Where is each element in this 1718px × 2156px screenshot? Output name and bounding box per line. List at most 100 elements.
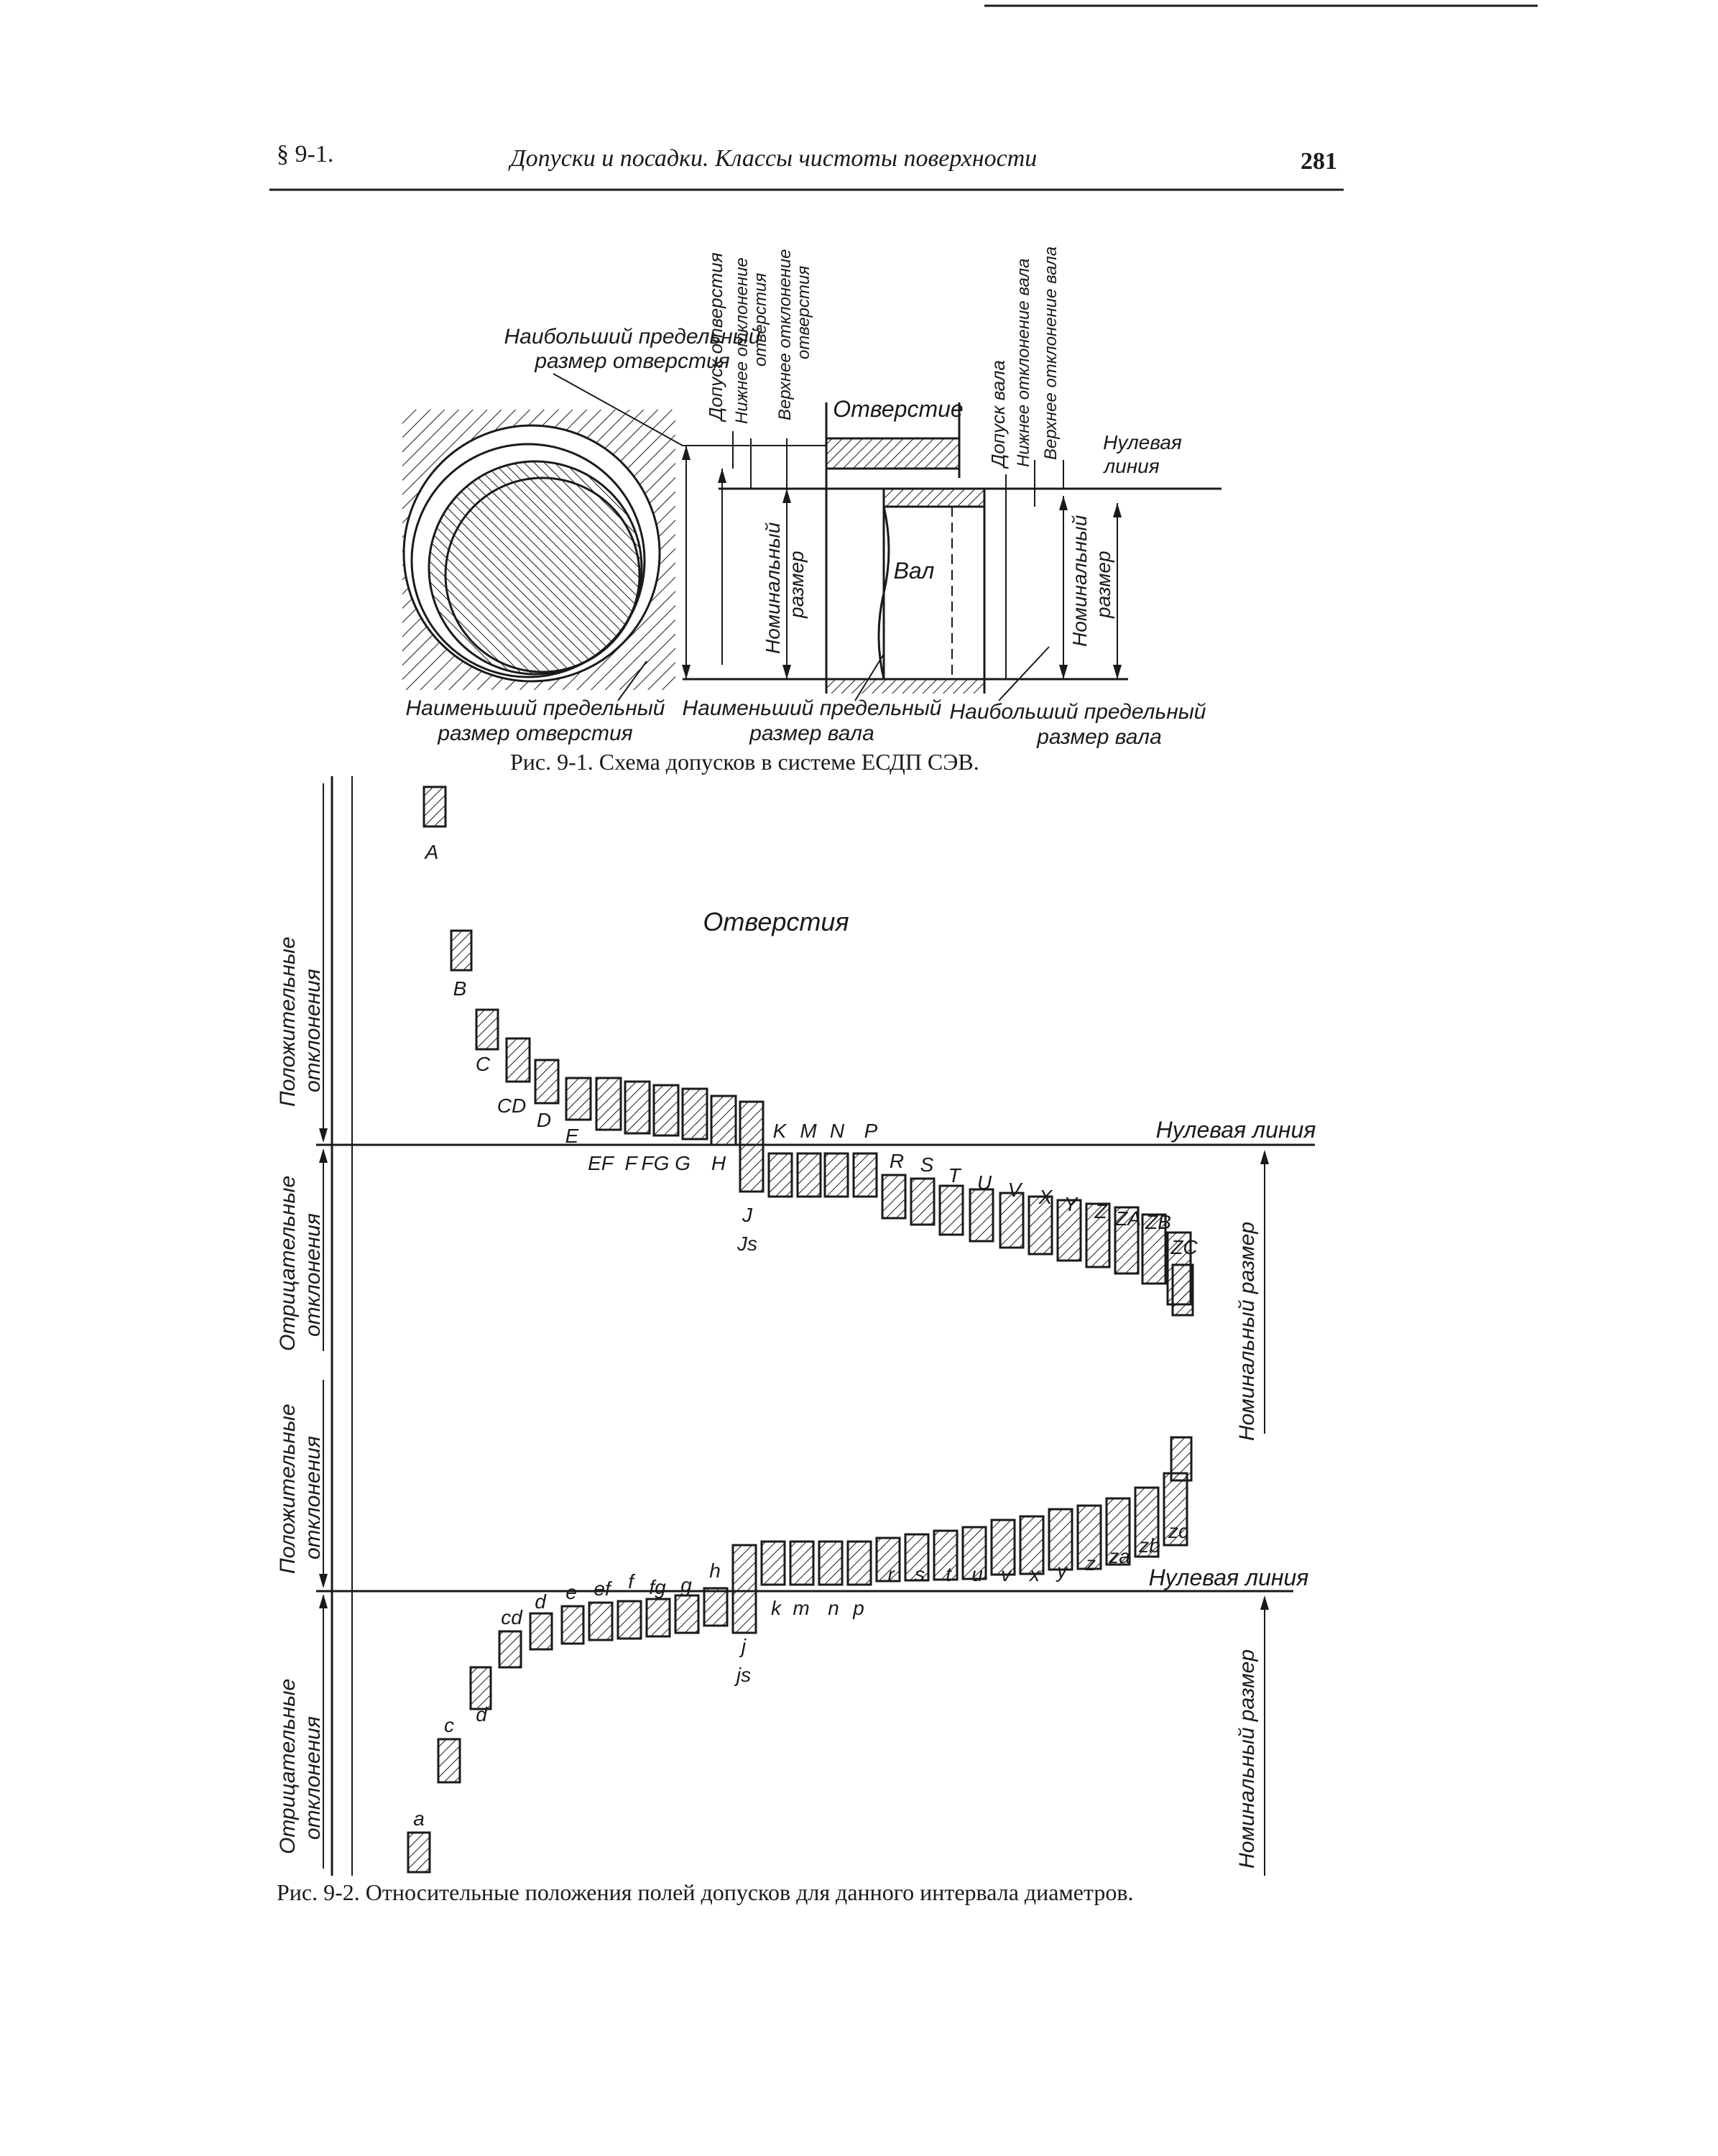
fig2-neg-label-1: Отрицательные	[276, 1176, 300, 1351]
hole-letter-ZA: ZA	[1114, 1207, 1141, 1230]
shaft-letter-e-5: e	[565, 1581, 577, 1603]
hole-letter-ZC: ZC	[1170, 1236, 1198, 1258]
shaft-letter-m: m	[793, 1597, 809, 1619]
shaft-letter-ef-6: ef	[594, 1577, 613, 1600]
shaft-letter-cd-3: cd	[501, 1606, 523, 1628]
fig1-caption: Рис. 9-1. Схема допусков в системе ЕСДП …	[510, 749, 979, 775]
hole-letter-V: V	[1008, 1179, 1023, 1201]
shaft-field-x	[1019, 1515, 1045, 1575]
hole-letter-FG: FG	[642, 1152, 670, 1174]
fig1-max-hole-label-2: размер отверстия	[534, 349, 729, 373]
hole-letter-X: X	[1038, 1186, 1053, 1208]
shaft-field-r	[875, 1537, 901, 1583]
shaft-field-fg-8	[645, 1598, 671, 1638]
fig1-max-shaft-label-1: Наибольший предельный	[949, 700, 1206, 724]
shaft-letter-c-1: c	[444, 1714, 454, 1736]
fig1-shaft-min-circle	[444, 476, 641, 673]
fig2-nominal-lower: Номинальный размер	[1235, 1649, 1259, 1869]
fig1-shaft-body	[882, 505, 986, 681]
hole-letter-ZB: ZB	[1145, 1211, 1171, 1233]
shaft-letter-v: v	[1001, 1563, 1012, 1585]
shaft-field-u	[961, 1526, 987, 1580]
fig2-nominal-upper: Номинальный размер	[1235, 1222, 1259, 1441]
shaft-field-t	[933, 1529, 959, 1581]
hole-letter-D: D	[537, 1109, 551, 1131]
hole-field-Z	[1085, 1202, 1111, 1268]
shaft-field-zc	[1163, 1472, 1188, 1547]
hole-letter-H: H	[711, 1152, 726, 1174]
hole-field-S	[910, 1177, 936, 1226]
shaft-letter-y: y	[1056, 1560, 1068, 1582]
page-number: 281	[1301, 148, 1337, 175]
fig2-upper-zero-label: Нулевая линия	[1156, 1117, 1316, 1143]
running-title: Допуски и посадки. Классы чистоты поверх…	[510, 145, 1038, 172]
shaft-field-n	[818, 1540, 844, 1586]
hole-field-K	[767, 1152, 793, 1198]
hole-field-FG	[652, 1084, 680, 1137]
fig1-max-hole-label-1: Наибольший предельный	[504, 325, 760, 349]
shaft-field-z	[1076, 1504, 1102, 1570]
fig1-hole-tolerance-zone	[825, 437, 961, 470]
fig1-shaft-label: Вал	[894, 558, 935, 584]
shaft-field-za	[1105, 1497, 1131, 1566]
hole-letter-P: P	[864, 1120, 878, 1142]
shaft-field-zb	[1134, 1486, 1160, 1558]
shaft-field-d-2	[469, 1666, 492, 1710]
fig1-nominal-left-1: Номинальный	[762, 522, 784, 654]
fig2-neg-label-4: отклонения	[301, 1716, 325, 1840]
shaft-letter-d-2: d	[476, 1703, 488, 1726]
hole-letter-Y: Y	[1064, 1193, 1079, 1215]
shaft-letter-t: t	[946, 1563, 952, 1585]
shaft-letter-zc: zc	[1168, 1520, 1188, 1542]
shaft-letter-r: r	[887, 1563, 895, 1585]
fig2-pos-label-3: Положительные	[276, 1404, 300, 1574]
hole-letter-Js: Js	[736, 1233, 757, 1255]
fig1-hole-upper-dev-label-2: отверстия	[794, 266, 813, 359]
hole-letter-Z: Z	[1094, 1200, 1107, 1222]
shaft-letter-zb: zb	[1138, 1534, 1160, 1557]
shaft-field-k	[760, 1540, 786, 1586]
fig1-hole-tolerance-label: Допуск отверстия	[705, 252, 726, 423]
hole-field-V	[999, 1192, 1025, 1249]
fig2-holes-title: Отверстия	[703, 907, 849, 936]
shaft-letter-d-4: d	[535, 1590, 547, 1613]
hole-field-M	[796, 1152, 822, 1198]
hole-letter-K: K	[773, 1120, 788, 1142]
hole-letter-A: A	[424, 841, 439, 863]
hole-letter-S: S	[920, 1153, 934, 1176]
shaft-letter-z: z	[1085, 1552, 1096, 1575]
fig1-zero-line-label-1: Нулевая	[1103, 431, 1182, 453]
hole-field-F	[624, 1080, 651, 1135]
fig2-lower-zero-label: Нулевая линия	[1149, 1565, 1309, 1590]
fig1-hole-upper-dev-label-1: Верхнее отклонение	[775, 249, 795, 421]
hole-field-B	[450, 929, 473, 972]
shaft-field-cd-3	[498, 1630, 522, 1669]
fig1-zero-line-label-2: линия	[1102, 455, 1159, 477]
hole-field-P	[852, 1152, 878, 1198]
fig1-nominal-right-2: размер	[1092, 550, 1114, 619]
fig1-min-shaft-label-2: размер вала	[749, 722, 874, 745]
section-number: § 9-1.	[277, 141, 334, 167]
shaft-field-d-4	[529, 1612, 553, 1651]
fig2-pos-label-2: отклонения	[301, 969, 325, 1092]
hole-field-ZA	[1114, 1206, 1140, 1275]
hole-field-EF	[595, 1077, 622, 1131]
hole-letter-N: N	[830, 1120, 845, 1142]
hole-letter-CD: CD	[497, 1095, 526, 1117]
hole-letter-U: U	[977, 1171, 992, 1194]
hole-field-U	[969, 1188, 994, 1243]
hole-field-C	[475, 1008, 499, 1051]
shaft-field-m	[789, 1540, 815, 1586]
fig2-pos-label-1: Положительные	[276, 936, 300, 1107]
fig2-neg-label-3: Отрицательные	[276, 1679, 300, 1854]
fig1-shaft-upper-dev-label: Верхнее отклонение вала	[1041, 247, 1061, 460]
fig1-min-hole-label-1: Наименьший предельный	[406, 696, 665, 720]
hole-letter-G: G	[675, 1152, 691, 1174]
shaft-letter-a-0: a	[413, 1807, 425, 1830]
hole-field-N	[823, 1152, 849, 1198]
shaft-letter-h-10: h	[709, 1560, 721, 1582]
hole-field-G	[681, 1087, 708, 1141]
hole-field-X	[1027, 1195, 1053, 1256]
